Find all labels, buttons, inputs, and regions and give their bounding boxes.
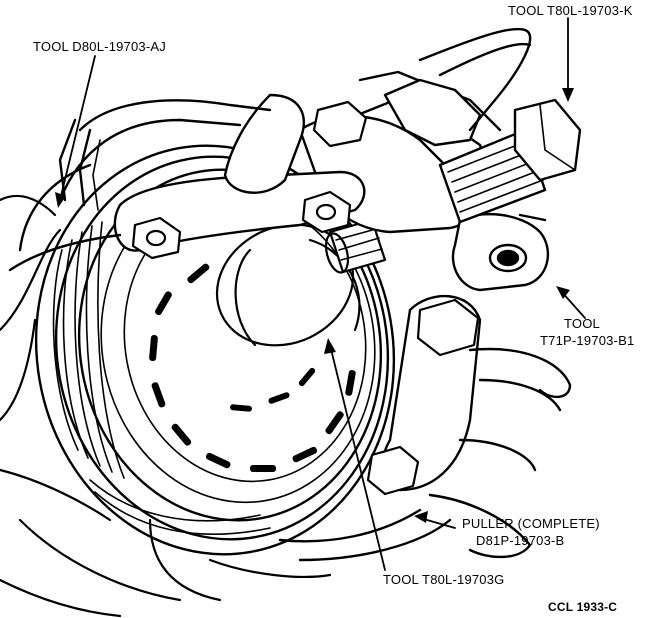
figure-code: CCL 1933-C <box>548 600 618 614</box>
hex-nut-top <box>312 100 368 148</box>
callout-tool-k: TOOL T80L-19703-K <box>508 3 633 18</box>
knuckle-housing <box>0 195 332 618</box>
callout-tool-b1-line1: TOOL <box>564 316 600 331</box>
leader-lines <box>59 17 586 571</box>
clutch-slots <box>149 263 356 472</box>
callout-tool-aj: TOOL D80L-19703-AJ <box>33 39 166 54</box>
hex-nut-left <box>131 216 182 260</box>
hex-nut-mid-right <box>416 298 480 357</box>
left-jaw-arm <box>8 93 305 272</box>
hex-nut-lower-right <box>366 445 420 496</box>
leader-arrowheads <box>55 88 574 523</box>
callout-tool-b1-line2: T71P-19703-B1 <box>540 333 635 348</box>
leader-tool-aj <box>59 55 96 201</box>
side-plate <box>451 212 550 292</box>
forcing-screw-tip <box>324 218 387 274</box>
hex-nut-upper <box>301 190 352 234</box>
callout-puller-line2: D81P-19703-B <box>476 533 565 548</box>
leader-tool-g <box>329 344 386 571</box>
forcing-bolt <box>438 98 582 224</box>
callout-puller-line1: PULLER (COMPLETE) <box>462 516 600 531</box>
callout-tool-g: TOOL T80L-19703G <box>383 572 505 587</box>
